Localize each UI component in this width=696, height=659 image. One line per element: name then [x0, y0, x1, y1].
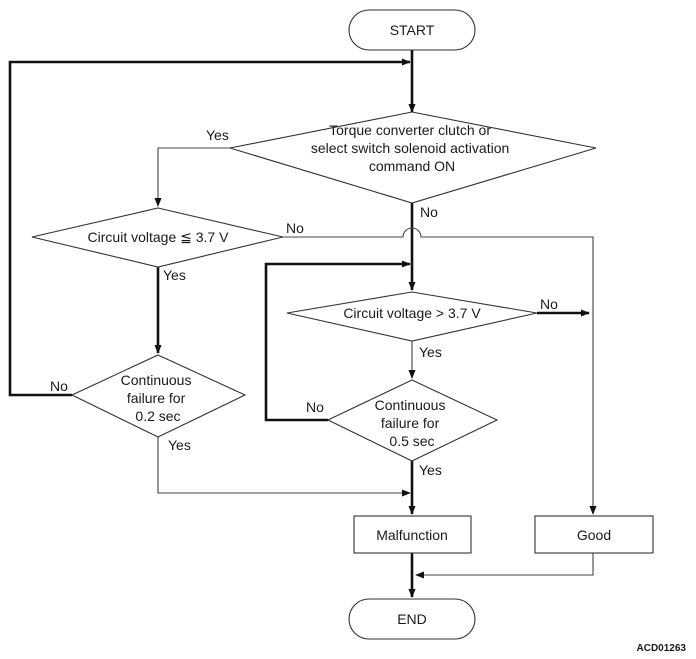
- edge-activation-yes: [154, 147, 232, 207]
- edge-fail05-no-loop: [264, 260, 411, 422]
- label-activation-no: No: [420, 204, 438, 220]
- label-fail-05-yes: Yes: [419, 462, 442, 478]
- decision-activation: [229, 111, 597, 204]
- label-fail-02-yes: Yes: [168, 437, 191, 453]
- end-terminal: [348, 598, 476, 640]
- decision-high-voltage: [286, 291, 538, 342]
- decision-low-voltage: [31, 207, 284, 268]
- end-label: END: [397, 611, 427, 627]
- edge-low-voltage-no: [283, 227, 597, 515]
- good-box: [534, 515, 654, 554]
- label-fail-05-no: No: [306, 399, 324, 415]
- label-high-voltage-yes: Yes: [419, 344, 442, 360]
- start-label: START: [390, 22, 435, 38]
- label-high-voltage-no: No: [540, 296, 558, 312]
- figure-code: ACD01263: [637, 643, 687, 654]
- good-label: Good: [577, 527, 611, 543]
- decision-fail-02-text: Continuous failure for 0.2 sec: [121, 372, 196, 424]
- decision-activation-text: Torque converter clutch or select switch…: [311, 122, 513, 174]
- edge-fail02-yes: [157, 437, 411, 497]
- label-activation-yes: Yes: [206, 127, 229, 143]
- label-low-voltage-yes: Yes: [163, 267, 186, 283]
- edge-fail02-no-loop: [8, 58, 411, 397]
- decision-low-voltage-text: Circuit voltage ≦ 3.7 V: [88, 229, 230, 245]
- decision-high-voltage-text: Circuit voltage > 3.7 V: [343, 305, 481, 321]
- start-terminal: [348, 9, 476, 51]
- label-low-voltage-no: No: [286, 220, 304, 236]
- decision-fail-02: [70, 354, 247, 438]
- decision-fail-05: [326, 379, 499, 462]
- malfunction-box: [353, 515, 472, 554]
- malfunction-label: Malfunction: [376, 527, 448, 543]
- label-fail-02-no: No: [50, 378, 68, 394]
- decision-fail-05-text: Continuous failure for 0.5 sec: [375, 397, 450, 449]
- edge-good-to-end: [415, 553, 594, 579]
